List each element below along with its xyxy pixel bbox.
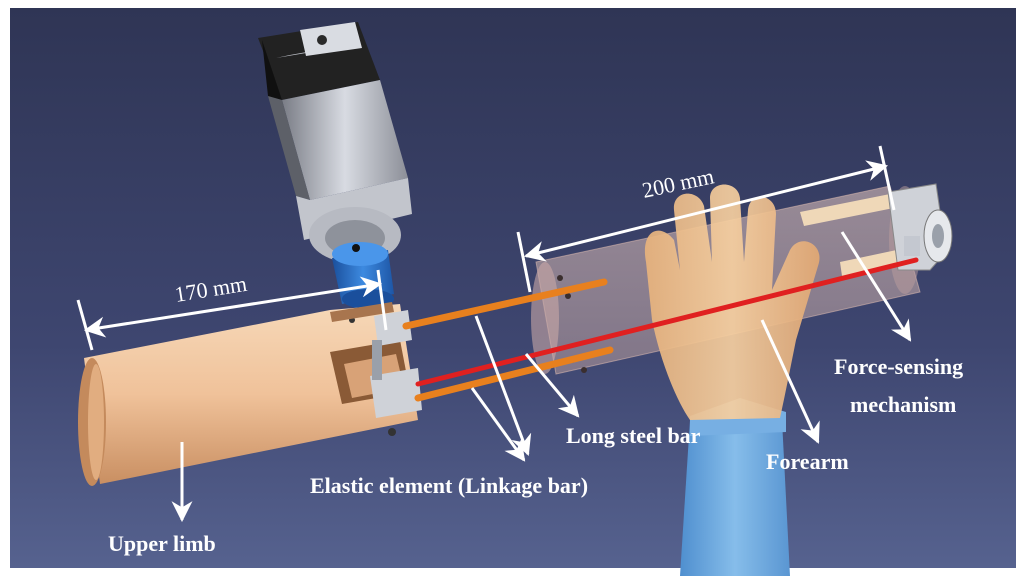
motor-coupling (332, 242, 394, 309)
joint-brackets (330, 302, 422, 418)
long-steel-bar-upper (402, 278, 608, 330)
dimension-170mm (76, 269, 388, 351)
motor (258, 22, 412, 263)
annotation-arrows (171, 231, 912, 523)
label-force-sensing-line1: Force-sensing (834, 354, 963, 379)
dimension-200mm (516, 145, 896, 293)
label-long-steel-bar: Long steel bar (566, 423, 701, 448)
label-force-sensing-line2: mechanism (850, 392, 956, 417)
label-forearm: Forearm (766, 449, 849, 474)
label-upper-limb: Upper limb (108, 531, 216, 556)
long-steel-bar-lower (414, 346, 614, 402)
bars (402, 257, 919, 402)
label-elastic-element: Elastic element (Linkage bar) (310, 473, 588, 498)
elastic-element-bar (415, 257, 919, 387)
force-sensing-parts (887, 183, 953, 271)
